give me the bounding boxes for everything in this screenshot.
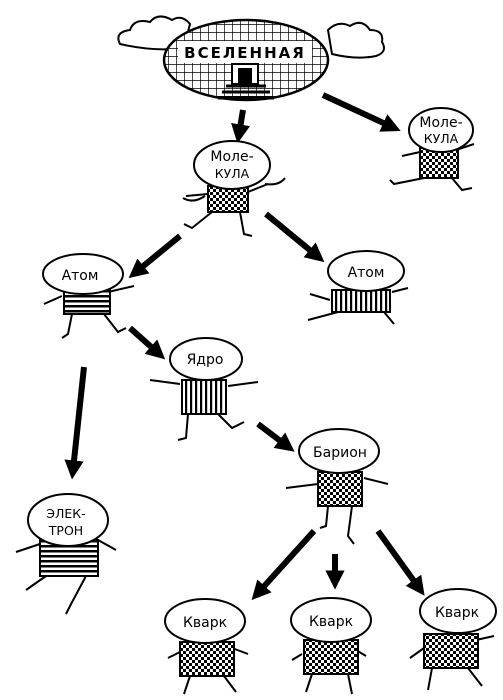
head-icon [298,428,380,474]
nucleus-node: Ядро [149,337,259,441]
molecule-side-label-1: Моле- [419,115,462,131]
atom-right-node: Атом [307,250,409,325]
body-icon [423,633,479,669]
arrow-baryon-to-quark-1 [251,528,317,601]
universe-node: ВСЕЛЕННАЯ [117,15,385,102]
head-icon [419,588,497,634]
atom-left-node: Атом [42,253,135,339]
head-icon [193,140,271,190]
molecule-main-label-1: Моле- [210,149,253,165]
head-icon [290,597,372,643]
arrow-universe-to-molecule-side [321,92,401,132]
quark-1-label: Кварк [183,615,227,631]
molecule-main-node: Моле- КУЛА [182,140,286,237]
body-icon [179,641,235,677]
head-icon [164,598,246,644]
head-icon [408,107,474,153]
electron-label-1: ЭЛЕК- [46,506,85,521]
molecule-side-label-2: КУЛА [424,131,459,146]
arrow-atom-to-electron [64,366,87,480]
body-icon [303,639,359,675]
body-icon [181,379,227,415]
arrow-baryon-to-quark-3 [375,529,425,596]
quark-2-label: Кварк [309,614,353,630]
electron-node: ЭЛЕК- ТРОН [15,493,117,615]
quark-3-label: Кварк [435,605,479,621]
baryon-label: Барион [313,445,367,461]
atom-left-label: Атом [62,268,99,284]
head-icon [169,337,243,381]
atom-right-label: Атом [348,265,385,281]
head-icon [327,250,405,292]
quark-3-node: Кварк [409,588,497,691]
arrows [64,92,425,601]
steps-icon [218,84,274,100]
arrow-universe-to-molecule [231,109,251,144]
arrow-atom-to-nucleus [128,325,166,360]
arrow-molecule-to-atom-left [128,233,182,279]
arrow-molecule-to-atom-right [264,211,325,263]
cloud-right-icon [326,21,385,59]
body-icon [207,185,249,213]
molecule-main-label-2: КУЛА [215,166,250,181]
quark-2-node: Кварк [290,597,372,695]
head-icon [27,493,109,547]
quark-1-node: Кварк [164,598,249,695]
arrow-nucleus-to-baryon [256,421,295,452]
molecule-side-node: Моле- КУЛА [389,107,475,192]
baryon-node: Барион [285,428,389,545]
nucleus-label: Ядро [187,352,224,368]
head-icon [42,253,124,295]
universe-label: ВСЕЛЕННАЯ [184,44,306,62]
body-icon [331,289,391,313]
body-icon [317,471,363,507]
electron-label-2: ТРОН [48,523,83,538]
